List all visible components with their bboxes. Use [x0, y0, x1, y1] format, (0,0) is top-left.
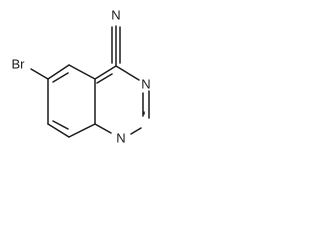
nitrile-nitrogen-label: N: [111, 8, 120, 23]
bromine-bond: [30, 68, 49, 80]
chemical-structure: Br N N N: [12, 8, 151, 146]
ring-nitrogen-3-label: N: [141, 77, 150, 92]
bromine-label: Br: [12, 57, 26, 72]
benzene-ring: [47, 64, 96, 138]
pyrimidine-ring: [94, 65, 150, 135]
nitrile-triple-bond: [111, 25, 121, 67]
ring-nitrogen-1-label: N: [116, 131, 125, 146]
